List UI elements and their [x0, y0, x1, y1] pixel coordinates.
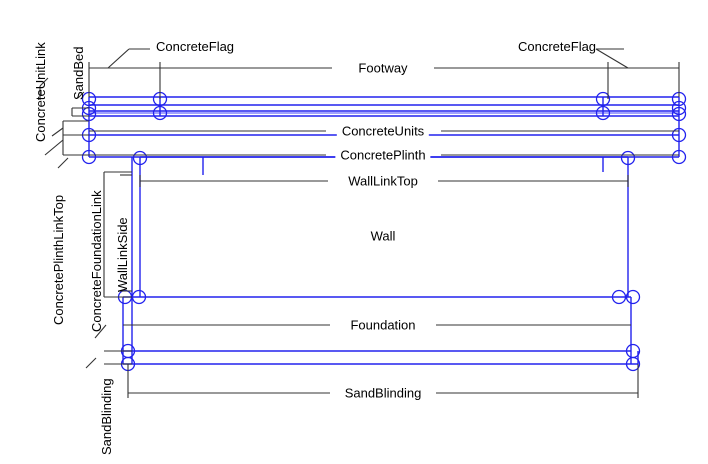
foundation-outline — [122, 296, 632, 364]
leader-label-concrete-flag-right: ConcreteFlag — [518, 39, 597, 54]
dimension-lines — [39, 48, 680, 398]
dimension-label-foundation: Foundation — [345, 318, 421, 332]
rotated-label-wall-link-side: WallLinkSide — [115, 217, 130, 292]
connection-nodes — [81, 91, 687, 372]
dimension-label-sand-blinding: SandBlinding — [339, 386, 427, 400]
dimension-label-wall-link-top: WallLinkTop — [343, 174, 423, 188]
rotated-label-sand-bed: SandBed — [71, 46, 86, 101]
rotated-label-concrete-plinth-link-top: ConcretePlinthLinkTop — [51, 194, 66, 325]
dimension-label-wall: Wall — [365, 229, 401, 243]
rotated-label-concrete-unit-link: ConcreteUnitLink — [33, 42, 48, 142]
dimension-label-concrete-units: ConcreteUnits — [336, 124, 430, 138]
sand-blinding-outline — [122, 351, 639, 365]
rotated-label-concrete-foundation-link: ConcreteFoundationLink — [89, 190, 104, 332]
dimension-label-footway: Footway — [353, 61, 413, 75]
rotated-label-sand-blinding-side: SandBlinding — [99, 378, 114, 455]
dimension-label-concrete-plinth: ConcretePlinth — [335, 148, 431, 162]
leader-label-concrete-flag-left: ConcreteFlag — [156, 39, 235, 54]
